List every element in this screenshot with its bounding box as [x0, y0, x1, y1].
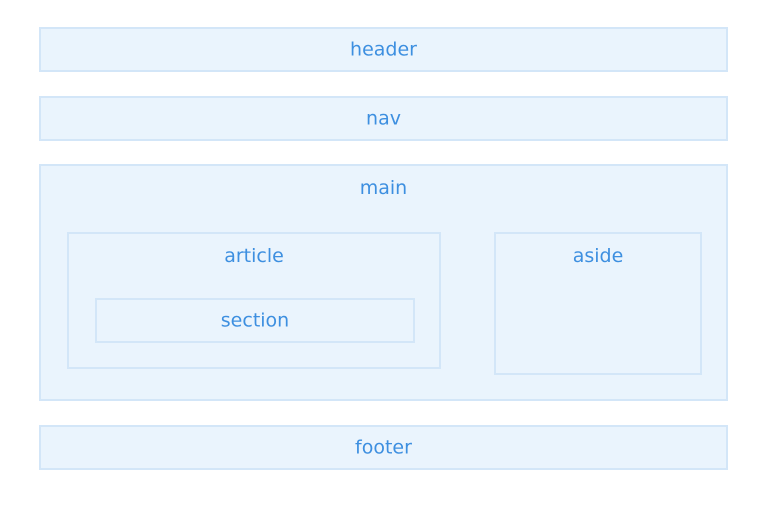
- main-box: main article section aside: [39, 164, 728, 401]
- section-box: section: [95, 298, 415, 343]
- article-box: article section: [67, 232, 441, 369]
- article-label: article: [224, 245, 284, 267]
- nav-box: nav: [39, 96, 728, 141]
- main-label: main: [359, 177, 408, 199]
- nav-label: nav: [366, 107, 401, 129]
- footer-label: footer: [355, 436, 412, 458]
- aside-label: aside: [572, 245, 624, 267]
- section-label: section: [220, 309, 290, 331]
- header-box: header: [39, 27, 728, 72]
- header-label: header: [350, 38, 417, 60]
- footer-box: footer: [39, 425, 728, 470]
- aside-box: aside: [494, 232, 702, 375]
